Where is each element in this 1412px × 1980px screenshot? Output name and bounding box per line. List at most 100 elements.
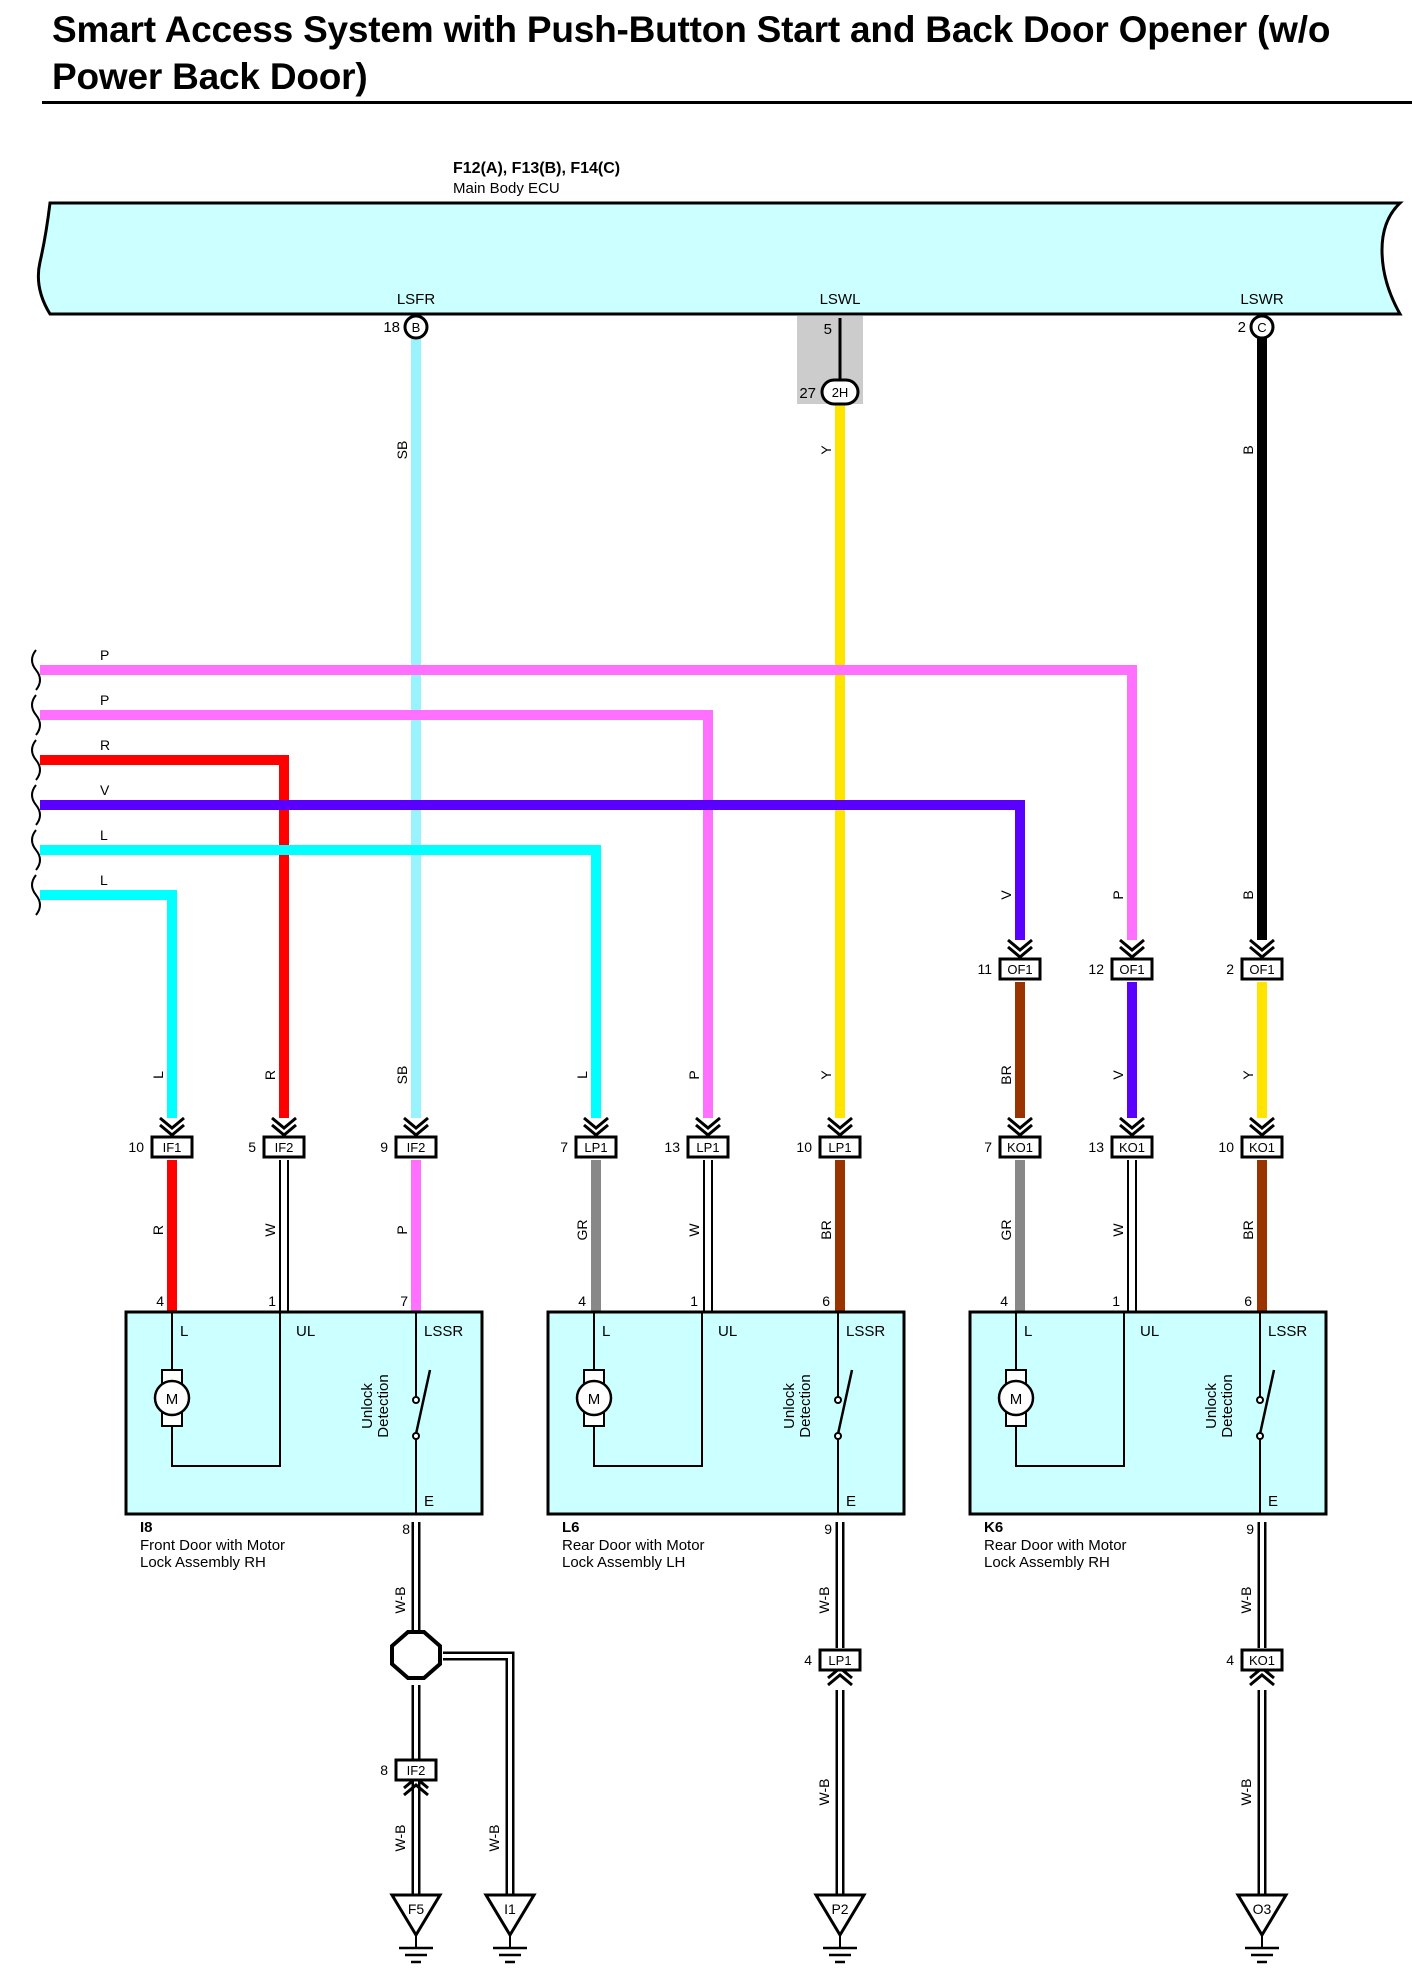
unit-id: L6 — [562, 1519, 580, 1536]
ecu-pin-circle-lsfr — [403, 314, 429, 340]
wire-label-y-top: Y — [818, 445, 834, 455]
wire-label-v-of1: V — [998, 890, 1014, 900]
connector-of1-a — [998, 957, 1042, 981]
wire-label-p-second: P — [100, 692, 109, 708]
wire-label-p-lp1: P — [686, 1070, 702, 1079]
detect-label-2: Detection — [1219, 1374, 1236, 1437]
wire-label-v-ko1: V — [1110, 1070, 1126, 1080]
ecu-pin-label-lsfr: LSFR — [397, 291, 436, 308]
wire-break-marks — [31, 649, 41, 916]
switch-blade — [836, 1369, 854, 1435]
ground-triangle — [483, 1893, 537, 1938]
pin-l: 4 — [578, 1293, 586, 1309]
ecu-pin-conn-lsfr: B — [412, 320, 421, 335]
connector-lp1-b — [686, 1135, 730, 1159]
ground-wires-inner — [414, 1522, 1264, 1905]
connector-ko1-a — [998, 1135, 1042, 1159]
switch-contact — [1256, 1396, 1264, 1404]
wire-label-gr-k6: GR — [998, 1220, 1014, 1241]
connector-of1-c-pin: 2 — [1226, 961, 1234, 977]
unit-box — [124, 1310, 484, 1516]
connector-of1-c-label: OF1 — [1249, 962, 1274, 977]
pin-ul: 1 — [268, 1293, 276, 1309]
unit-name-1: Rear Door with Motor — [562, 1537, 705, 1554]
detect-label-1: Unlock — [781, 1383, 798, 1429]
connector-if2-ground — [394, 1758, 438, 1782]
connector-if2-b-pin: 9 — [380, 1139, 388, 1155]
pin-ul: 1 — [1112, 1293, 1120, 1309]
connector-ko1-ground-pin: 4 — [1226, 1652, 1234, 1668]
ground-label: I1 — [504, 1901, 516, 1917]
detect-label-2: Detection — [375, 1374, 392, 1437]
unit-name-1: Front Door with Motor — [140, 1537, 285, 1554]
junction-oval — [820, 378, 860, 406]
unit-name-2: Lock Assembly LH — [562, 1554, 685, 1571]
wire-l-upper — [40, 845, 601, 1118]
ground-o3: O3 — [1235, 1893, 1289, 1964]
wire-label-p-of1: P — [1110, 890, 1126, 899]
unit-name-1: Rear Door with Motor — [984, 1537, 1127, 1554]
terminal-lssr: LSSR — [424, 1323, 463, 1340]
wire-label-gr-l6: GR — [574, 1220, 590, 1241]
terminal-lssr: LSSR — [1268, 1323, 1307, 1340]
connector-ko1-b-label: KO1 — [1119, 1140, 1145, 1155]
main-body-ecu: F12(A), F13(B), F14(C) Main Body ECU LSF… — [36, 160, 1404, 316]
connector-if2-ground-label: IF2 — [407, 1763, 426, 1778]
detect-label-1: Unlock — [359, 1383, 376, 1429]
connector-ko1-c — [1240, 1135, 1284, 1159]
wire-label-sb-if2: SB — [394, 1066, 410, 1085]
unit-name-2: Lock Assembly RH — [140, 1554, 266, 1571]
wire-l-lower — [40, 890, 177, 1118]
ecu-connectors: F12(A), F13(B), F14(C) — [453, 160, 620, 177]
wire-label-y-ko1: Y — [1240, 1070, 1256, 1080]
connector-of1-a-pin: 11 — [977, 961, 992, 977]
ecu-pin-label-lswl: LSWL — [820, 291, 861, 308]
pin-e: 9 — [1246, 1521, 1254, 1537]
connector-of1-b-pin: 12 — [1088, 961, 1104, 977]
switch-contact — [834, 1396, 842, 1404]
connector-of1-c — [1240, 957, 1284, 981]
connectors: OF1 11 OF1 12 OF1 2 IF1 10 IF2 5 IF2 9 L… — [128, 957, 1284, 1782]
ground-label: F5 — [408, 1901, 425, 1917]
wire-label-y-lp1: Y — [818, 1070, 834, 1080]
connector-lp1-ground-label: LP1 — [828, 1653, 851, 1668]
motor-icon — [997, 1379, 1035, 1417]
terminal-ul: UL — [718, 1323, 737, 1340]
connector-if2-b-label: IF2 — [407, 1140, 426, 1155]
connector-chevrons — [159, 938, 1275, 1797]
wire-v — [40, 800, 1025, 940]
ground-triangle — [1235, 1893, 1289, 1938]
terminal-l: L — [180, 1323, 188, 1340]
wire-label-wb-f5: W-B — [392, 1825, 408, 1852]
wire-label-r-bus: R — [100, 737, 110, 753]
wire-r — [40, 755, 289, 1118]
wire-label-r-i8: R — [150, 1225, 166, 1235]
connector-lp1-c-pin: 10 — [796, 1139, 812, 1155]
ground-f5: F5 — [389, 1893, 443, 1964]
unit-id: K6 — [984, 1519, 1003, 1536]
ground-label: P2 — [831, 1901, 848, 1917]
ecu-pin-circle-lswr — [1249, 314, 1275, 340]
motor-label: M — [166, 1391, 179, 1408]
motor-label: M — [1010, 1391, 1023, 1408]
connector-lp1-ground — [818, 1648, 862, 1672]
wire-label-br-ko1: BR — [998, 1065, 1014, 1084]
detect-label-1: Unlock — [1203, 1383, 1220, 1429]
ecu-pin-num-lswl: 5 — [824, 321, 832, 338]
switch-blade — [1258, 1369, 1276, 1435]
connector-if1 — [150, 1135, 194, 1159]
wire-label-sb: SB — [394, 441, 410, 460]
connector-lp1-b-label: LP1 — [696, 1140, 719, 1155]
connector-ko1-c-label: KO1 — [1249, 1140, 1275, 1155]
wire-p-second — [40, 710, 713, 1118]
switch-blade — [414, 1369, 432, 1435]
pin-lssr: 7 — [400, 1293, 408, 1309]
connector-ko1-ground-label: KO1 — [1249, 1653, 1275, 1668]
connector-of1-b-label: OF1 — [1119, 962, 1144, 977]
unit-box — [546, 1310, 906, 1516]
wires — [40, 318, 1267, 1905]
wire-label-wb-o3: W-B — [1238, 1779, 1254, 1806]
